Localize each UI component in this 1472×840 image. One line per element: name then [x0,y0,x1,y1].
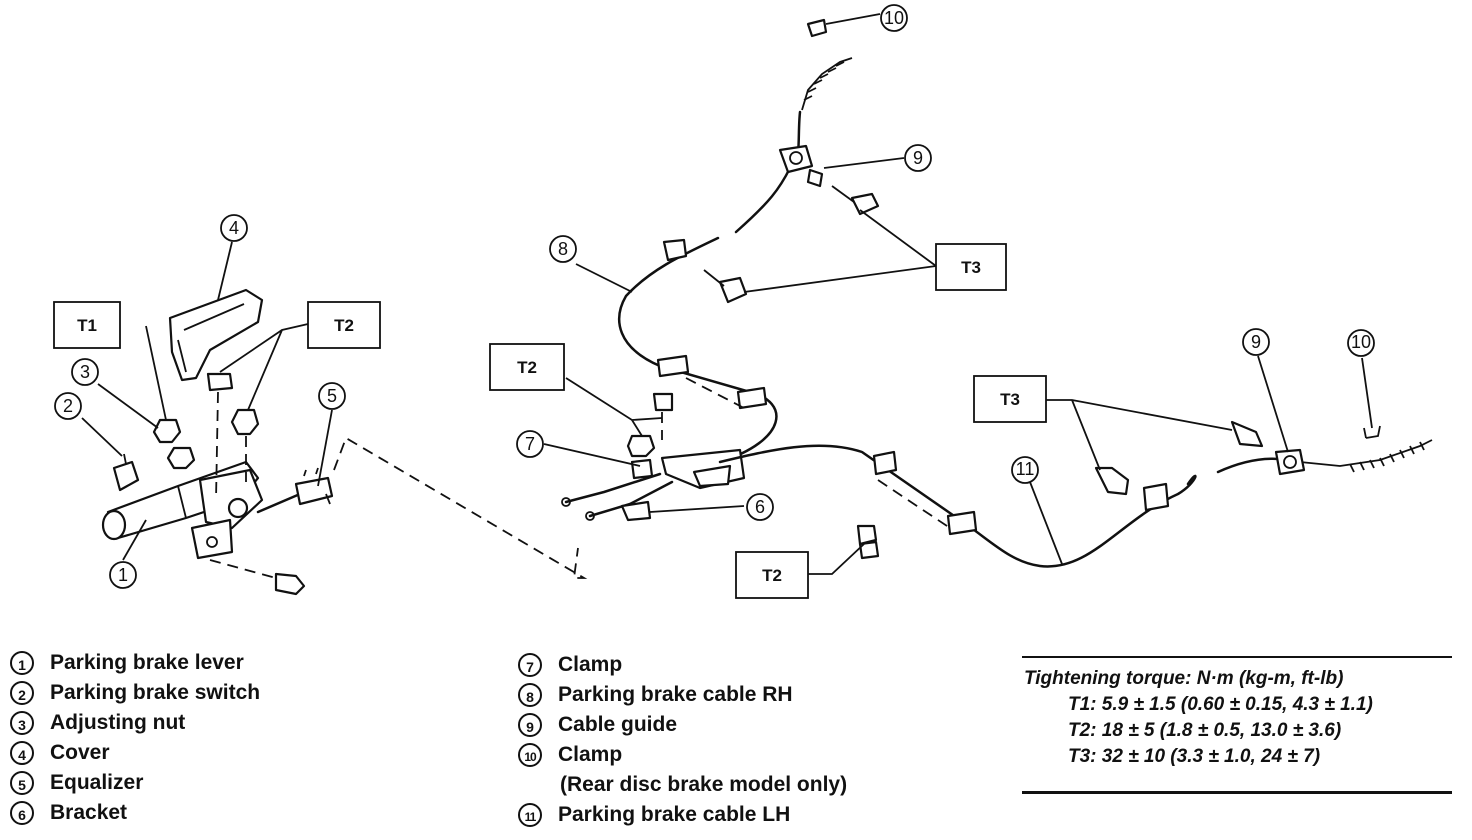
parking-brake-diagram: 1 2 3 4 5 6 7 8 9 10 9 10 [53,4,1433,599]
legend-item: 4 Cover [10,738,260,768]
svg-text:4: 4 [229,218,239,238]
svg-text:3: 3 [80,362,90,382]
svg-text:T2: T2 [762,566,782,585]
callout-5: 5 [318,382,346,410]
legend-item: 8 Parking brake cable RH [518,680,847,710]
svg-text:5: 5 [327,386,337,406]
callout-9-rh: 9 [904,144,932,172]
legend-number: 6 [10,801,34,826]
legend-item: 7 Clamp [518,650,847,680]
torque-spec-box: Tightening torque: N·m (kg-m, ft-lb) T1:… [1022,656,1452,794]
legend-number: 2 [10,681,34,706]
svg-text:T2: T2 [517,358,537,377]
svg-text:T1: T1 [77,316,97,335]
legend-label: Cover [50,741,110,764]
svg-text:8: 8 [558,239,568,259]
callout-1: 1 [109,561,137,589]
svg-text:T3: T3 [1000,390,1020,409]
torque-t3: T3: 32 ± 10 (3.3 ± 1.0, 24 ± 7) [1068,746,1321,767]
legend-label: Cable guide [558,713,678,736]
legend-item: 3 Adjusting nut [10,708,260,738]
parking-brake-lever-assembly [101,288,588,596]
legend-item: 10 Clamp [518,740,847,770]
callout-8: 8 [549,235,577,263]
svg-text:6: 6 [755,497,765,517]
legend-label: Bracket [50,801,128,824]
legend-item: 1 Parking brake lever [10,648,260,678]
svg-text:9: 9 [1251,332,1261,352]
legend-number: 10 [518,743,542,768]
legend-number: 1 [10,651,34,676]
leader-lines [81,13,1373,575]
tag-t2-low: T2 [735,551,809,599]
legend-label: Parking brake cable RH [558,683,793,706]
legend-number: 9 [518,713,542,738]
callout-10-lh: 10 [1347,329,1375,357]
torque-t2: T2: 18 ± 5 (1.8 ± 0.5, 13.0 ± 3.6) [1068,720,1342,741]
legend-number: 3 [10,711,34,736]
legend-number: 8 [518,683,542,708]
legend-item: 11 Parking brake cable LH [518,800,847,830]
svg-text:1: 1 [118,565,128,585]
legend-number: 4 [10,741,34,766]
tag-t2-mid: T2 [489,343,565,391]
legend-number: 5 [10,771,34,796]
callout-7: 7 [516,430,544,458]
legend-note: (Rear disc brake model only) [518,770,847,800]
callout-6: 6 [746,493,774,521]
svg-text:2: 2 [63,396,73,416]
callout-11: 11 [1011,456,1039,484]
legend-number: 7 [518,653,542,678]
legend-item: 5 Equalizer [10,768,260,798]
svg-text:T3: T3 [961,258,981,277]
legend-item: 6 Bracket [10,798,260,828]
cable-junction [561,392,746,522]
tag-t3-top: T3 [935,243,1007,291]
torque-t1: T1: 5.9 ± 1.5 (0.60 ± 0.15, 4.3 ± 1.1) [1068,694,1373,715]
legend-label: Parking brake switch [50,681,261,704]
parking-brake-cable-rh [618,18,880,464]
callout-2: 2 [54,392,82,420]
legend-label: (Rear disc brake model only) [560,773,848,796]
legend-label: Clamp [558,743,623,766]
legend-label: Clamp [558,653,623,676]
legend-item: 9 Cable guide [518,710,847,740]
callout-3: 3 [71,358,99,386]
legend-label: Parking brake lever [50,651,244,674]
svg-text:9: 9 [913,148,923,168]
torque-title: Tightening torque: N·m (kg-m, ft-lb) [1024,668,1344,689]
svg-text:T2: T2 [334,316,354,335]
svg-text:10: 10 [884,8,904,28]
legend-label: Equalizer [50,771,144,794]
legend-left: 1 Parking brake lever 2 Parking brake swit… [10,648,260,828]
parking-brake-cable-lh [718,420,1433,568]
legend-number: 11 [518,803,542,828]
tag-t2-left: T2 [307,301,381,349]
legend-label: Parking brake cable LH [558,803,791,826]
svg-text:10: 10 [1351,332,1371,352]
callout-4: 4 [220,214,248,242]
svg-text:7: 7 [525,434,535,454]
tag-t3-right: T3 [973,375,1047,423]
svg-text:11: 11 [1016,459,1035,479]
tag-t1: T1 [53,301,121,349]
callout-9-lh: 9 [1242,328,1270,356]
legend-item: 2 Parking brake switch [10,678,260,708]
callout-10-rh: 10 [880,4,908,32]
legend-label: Adjusting nut [50,711,186,734]
